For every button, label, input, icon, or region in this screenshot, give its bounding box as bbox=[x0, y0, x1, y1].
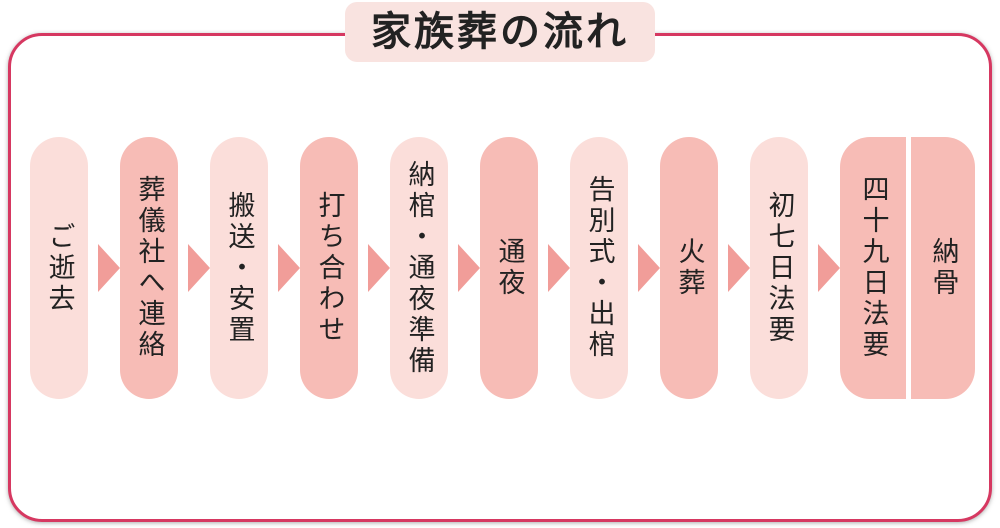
flow-step-label: 火葬 bbox=[673, 237, 705, 299]
arrow-right-icon bbox=[278, 244, 300, 292]
flow-arrow-cell bbox=[628, 137, 660, 399]
flow-step-label: 初七日法要 bbox=[763, 190, 795, 346]
flow-step-label: 打ち合わせ bbox=[313, 190, 345, 346]
flow-arrow-cell bbox=[178, 137, 210, 399]
flow-step-pill: 納骨 bbox=[911, 137, 975, 399]
flow-arrow-cell bbox=[448, 137, 480, 399]
diagram-title-box: 家族葬の流れ bbox=[345, 2, 655, 62]
flow-arrow-cell bbox=[808, 137, 840, 399]
flow-arrow-cell bbox=[538, 137, 570, 399]
arrow-right-icon bbox=[638, 244, 660, 292]
flow-step-label: 搬送・安置 bbox=[223, 190, 255, 346]
flow-step-label: 告別式・出棺 bbox=[583, 175, 615, 361]
flow-step-pill: 搬送・安置 bbox=[210, 137, 268, 399]
joined-group-divider bbox=[906, 137, 911, 399]
joined-step-group: 四十九日法要 納骨 bbox=[840, 137, 975, 399]
flow-step-pill: 告別式・出棺 bbox=[570, 137, 628, 399]
flow-step-pill: 四十九日法要 bbox=[840, 137, 906, 399]
flow-arrow-cell bbox=[268, 137, 300, 399]
flow-step-label: ご逝去 bbox=[43, 221, 75, 315]
flow-step-label: 通夜 bbox=[493, 237, 525, 299]
arrow-right-icon bbox=[818, 244, 840, 292]
flow-arrow-cell bbox=[358, 137, 390, 399]
flow-step-label: 納棺・通夜準備 bbox=[403, 159, 435, 377]
flow-step-pill: 葬儀社へ連絡 bbox=[120, 137, 178, 399]
arrow-right-icon bbox=[458, 244, 480, 292]
flow-step-pill: 納棺・通夜準備 bbox=[390, 137, 448, 399]
arrow-right-icon bbox=[98, 244, 120, 292]
flow-step-pill: 通夜 bbox=[480, 137, 538, 399]
arrow-right-icon bbox=[368, 244, 390, 292]
flow-step-pill: 打ち合わせ bbox=[300, 137, 358, 399]
arrow-right-icon bbox=[188, 244, 210, 292]
flow-steps-row: ご逝去 葬儀社へ連絡 搬送・安置 打ち合わせ 納棺・通夜準備 通夜 告別式・出棺 火葬 初七日法… bbox=[30, 137, 975, 399]
flow-step-label: 葬儀社へ連絡 bbox=[133, 175, 165, 361]
flow-step-pill: 火葬 bbox=[660, 137, 718, 399]
page-title: 家族葬の流れ bbox=[371, 9, 629, 55]
arrow-right-icon bbox=[728, 244, 750, 292]
flow-step-pill: ご逝去 bbox=[30, 137, 88, 399]
flow-step-label: 納骨 bbox=[927, 237, 959, 299]
flow-arrow-cell bbox=[88, 137, 120, 399]
arrow-right-icon bbox=[548, 244, 570, 292]
flow-arrow-cell bbox=[718, 137, 750, 399]
flow-step-pill: 初七日法要 bbox=[750, 137, 808, 399]
flow-step-label: 四十九日法要 bbox=[857, 175, 889, 361]
